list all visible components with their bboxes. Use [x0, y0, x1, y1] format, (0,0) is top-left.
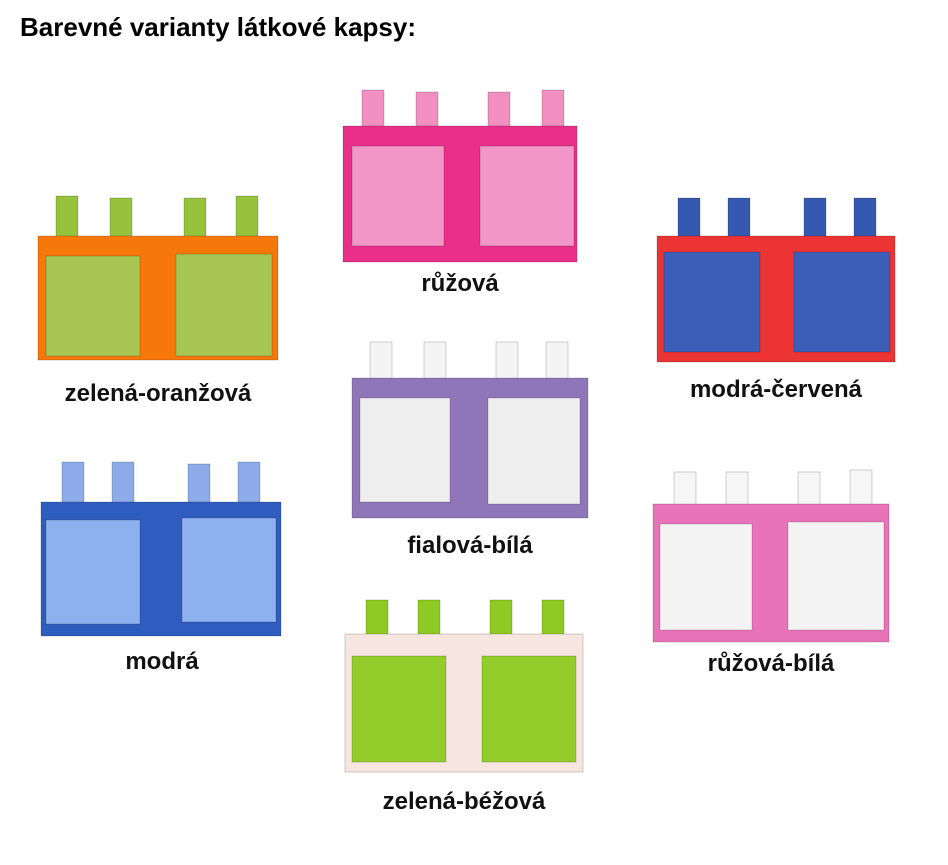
variant-label: růžová-bílá	[707, 650, 835, 677]
variant-zelena-oranzova: zelená-oranžová	[36, 192, 280, 417]
variant-label: zelená-oranžová	[64, 380, 252, 407]
fabric-pocket	[175, 253, 273, 357]
fabric-pocket	[479, 145, 575, 247]
variant-label: modrá	[125, 648, 199, 675]
fabric-pocket	[45, 255, 141, 357]
pocket-illustration	[656, 197, 896, 363]
fabric-pocket	[359, 397, 451, 503]
variant-label: fialová-bílá	[407, 532, 533, 559]
fabric-pocket	[351, 145, 445, 247]
fabric-pocket	[181, 517, 277, 623]
variant-modra-cervena: modrá-červená	[656, 194, 896, 408]
fabric-pocket	[663, 251, 761, 353]
fabric-pocket	[793, 251, 891, 353]
fabric-pocket	[487, 397, 581, 505]
variant-ruzova: růžová	[342, 86, 578, 300]
fabric-pocket	[481, 655, 577, 763]
fabric-pocket	[45, 519, 141, 625]
variant-modra: modrá	[40, 458, 284, 678]
pocket-illustration	[652, 469, 890, 643]
page-title: Barevné varianty látkové kapsy:	[20, 12, 416, 42]
pocket-illustration	[40, 461, 282, 637]
pocket-illustration	[342, 89, 578, 263]
fabric-pocket	[351, 655, 447, 763]
pocket-illustration	[37, 195, 279, 361]
variant-label: modrá-červená	[689, 376, 863, 403]
pocket-illustration	[351, 341, 589, 519]
fabric-pocket	[787, 521, 885, 631]
variant-label: růžová	[421, 270, 499, 297]
variant-fialova-bila: fialová-bílá	[350, 338, 590, 564]
variant-zelena-bezova: zelená-béžová	[344, 596, 584, 820]
variant-ruzova-bila: růžová-bílá	[652, 466, 890, 680]
variant-label: zelená-béžová	[382, 788, 546, 815]
pocket-illustration	[344, 599, 584, 773]
fabric-pocket	[659, 523, 753, 631]
